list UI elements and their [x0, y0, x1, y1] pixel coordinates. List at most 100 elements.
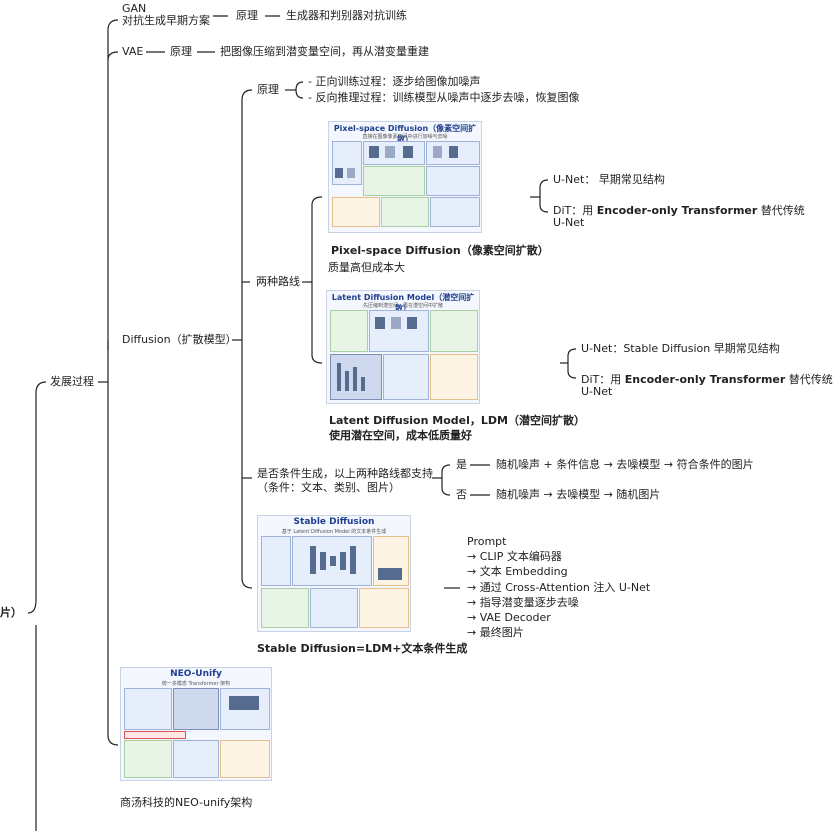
diagram-block [363, 166, 425, 196]
image-cell [369, 146, 379, 158]
image-cell [403, 146, 413, 158]
chart-bar [337, 363, 341, 391]
neo-unify-diagram-image[interactable]: NEO-Unify 统一多模态 Transformer 架构 [120, 667, 272, 781]
latent-unet-text[interactable]: U-Net：Stable Diffusion 早期常见结构 [581, 342, 780, 355]
diagram-block [124, 740, 172, 778]
diffusion-title[interactable]: Diffusion（扩散模型） [122, 333, 237, 346]
principle-item-reverse: - 反向推理过程：训练模型从噪声中逐步去噪，恢复图像 [308, 91, 580, 104]
diagram-block [310, 588, 358, 628]
connector-to-pixel [311, 196, 323, 282]
conditional-question-line2: （条件：文本、类别、图片） [257, 481, 400, 494]
latent-thumb-subtitle: 先压缩到潜空间，再在潜空间中扩散 [362, 303, 443, 309]
gan-principle-label[interactable]: 原理 [236, 9, 258, 22]
conditional-no-label[interactable]: 否 [456, 488, 467, 501]
latent-diffusion-diagram-image[interactable]: Latent Diffusion Model（潜空间扩散） 先压缩到潜空间，再在… [326, 290, 480, 404]
image-cell [407, 317, 417, 329]
pixel-dit-line2: U-Net [553, 216, 585, 229]
stable-thumb-subtitle: 基于 Latent Diffusion Model 的文本条件生成 [281, 529, 387, 535]
unet-layer [350, 546, 356, 574]
stable-thumb-title: Stable Diffusion [293, 517, 375, 527]
image-cell [378, 568, 402, 580]
diagram-block [430, 197, 480, 227]
dit-prefix: DiT：用 [581, 373, 625, 386]
pixel-diffusion-diagram-image[interactable]: Pixel-space Diffusion（像素空间扩散） 直接在图像像素空间中… [328, 121, 482, 233]
diagram-block [359, 588, 409, 628]
pixel-diffusion-caption[interactable]: Pixel-space Diffusion（像素空间扩散） [331, 244, 549, 257]
latent-diffusion-note: 使用潜在空间，成本低质量好 [329, 429, 472, 442]
principle-item-forward: - 正向训练过程：逐步给图像加噪声 [308, 75, 481, 88]
diagram-block [332, 197, 380, 227]
main-branch-node[interactable]: 发展过程 [50, 375, 94, 388]
vae-title[interactable]: VAE [122, 45, 144, 58]
image-cell [385, 146, 395, 158]
diagram-block [430, 354, 478, 400]
latent-dit-line2: U-Net [581, 385, 613, 398]
chart-bar [361, 377, 365, 391]
pixel-thumb-subtitle: 直接在图像像素空间中进行加噪与去噪 [362, 134, 448, 140]
conditional-question-line1[interactable]: 是否条件生成，以上两种路线都支持 [257, 467, 433, 480]
dit-bold: Encoder-only Transformer [624, 373, 786, 386]
pixel-diffusion-note: 质量高但成本大 [328, 261, 405, 274]
unet-layer [310, 546, 316, 574]
pipeline-step: → 指导潜变量逐步去噪 [467, 595, 579, 609]
connector-to-neo [107, 382, 119, 746]
image-cell [449, 146, 458, 158]
diagram-block [430, 310, 478, 352]
vae-principle-text: 把图像压缩到潜变量空间，再从潜变量重建 [220, 45, 429, 58]
image-cell [335, 168, 343, 178]
diffusion-principle-label[interactable]: 原理 [257, 83, 279, 96]
gan-principle-text: 生成器和判别器对抗训练 [286, 9, 407, 22]
unet-layer [320, 552, 326, 570]
neo-thumb-subtitle: 统一多模态 Transformer 架构 [161, 681, 231, 687]
dit-suffix: 替代传统 [757, 204, 805, 217]
gan-subtitle: 对抗生成早期方案 [122, 14, 210, 27]
neo-unify-caption[interactable]: 商汤科技的NEO-unify架构 [120, 796, 253, 809]
diagram-block [330, 310, 368, 352]
chart-bar [353, 367, 357, 391]
dit-bold: Encoder-only Transformer [596, 204, 758, 217]
image-cell [229, 696, 259, 710]
pipeline-step: → VAE Decoder [467, 611, 551, 625]
connector-to-principle [241, 89, 253, 340]
stable-diffusion-diagram-image[interactable]: Stable Diffusion 基于 Latent Diffusion Mod… [257, 515, 411, 632]
pixel-dit-text[interactable]: DiT：用 Encoder-only Transformer 替代传统 [553, 204, 805, 218]
two-routes-label[interactable]: 两种路线 [256, 275, 300, 288]
diagram-block [173, 688, 219, 730]
latent-thumb-title: Latent Diffusion Model（潜空间扩散） [331, 293, 475, 313]
conditional-no-text: 随机噪声 → 去噪模型 → 随机图片 [496, 488, 661, 501]
vae-principle-label[interactable]: 原理 [170, 45, 192, 58]
connector-to-latent [311, 282, 323, 364]
conditional-yes-label[interactable]: 是 [456, 458, 467, 471]
unet-layer [340, 552, 346, 570]
highlight-bar [124, 731, 186, 739]
latent-dit-text[interactable]: DiT：用 Encoder-only Transformer 替代传统 [581, 373, 833, 387]
image-cell [391, 317, 401, 329]
connector-to-stable [241, 340, 253, 589]
pixel-thumb-title: Pixel-space Diffusion（像素空间扩散） [333, 124, 477, 144]
image-cell [347, 168, 355, 178]
dit-suffix: 替代传统 [785, 373, 833, 386]
pixel-unet-text[interactable]: U-Net： 早期常见结构 [553, 173, 665, 186]
connector-root-main [27, 381, 47, 614]
pipeline-step: → 通过 Cross-Attention 注入 U-Net [467, 580, 651, 594]
diagram-block [261, 536, 291, 586]
pipeline-step: Prompt [467, 535, 507, 548]
diagram-block [220, 740, 270, 778]
latent-diffusion-caption[interactable]: Latent Diffusion Model，LDM（潜空间扩散） [329, 414, 585, 427]
diagram-block [261, 588, 309, 628]
diagram-block [332, 141, 362, 185]
gan-title[interactable]: GAN [122, 2, 147, 15]
root-node[interactable]: 片） [0, 606, 22, 619]
stable-pipeline[interactable]: Prompt → CLIP 文本编码器 → 文本 Embedding → 通过 … [467, 534, 650, 640]
image-cell [433, 146, 442, 158]
stable-diffusion-caption[interactable]: Stable Diffusion=LDM+文本条件生成 [257, 642, 468, 655]
pipeline-step: → CLIP 文本编码器 [467, 550, 562, 564]
conditional-yes-text: 随机噪声 + 条件信息 → 去噪模型 → 符合条件的图片 [496, 458, 754, 471]
diagram-block [383, 354, 429, 400]
diagram-block [173, 740, 219, 778]
chart-bar [345, 371, 349, 391]
dit-prefix: DiT：用 [553, 204, 597, 217]
diagram-block [381, 197, 429, 227]
neo-thumb-title: NEO-Unify [170, 669, 222, 679]
